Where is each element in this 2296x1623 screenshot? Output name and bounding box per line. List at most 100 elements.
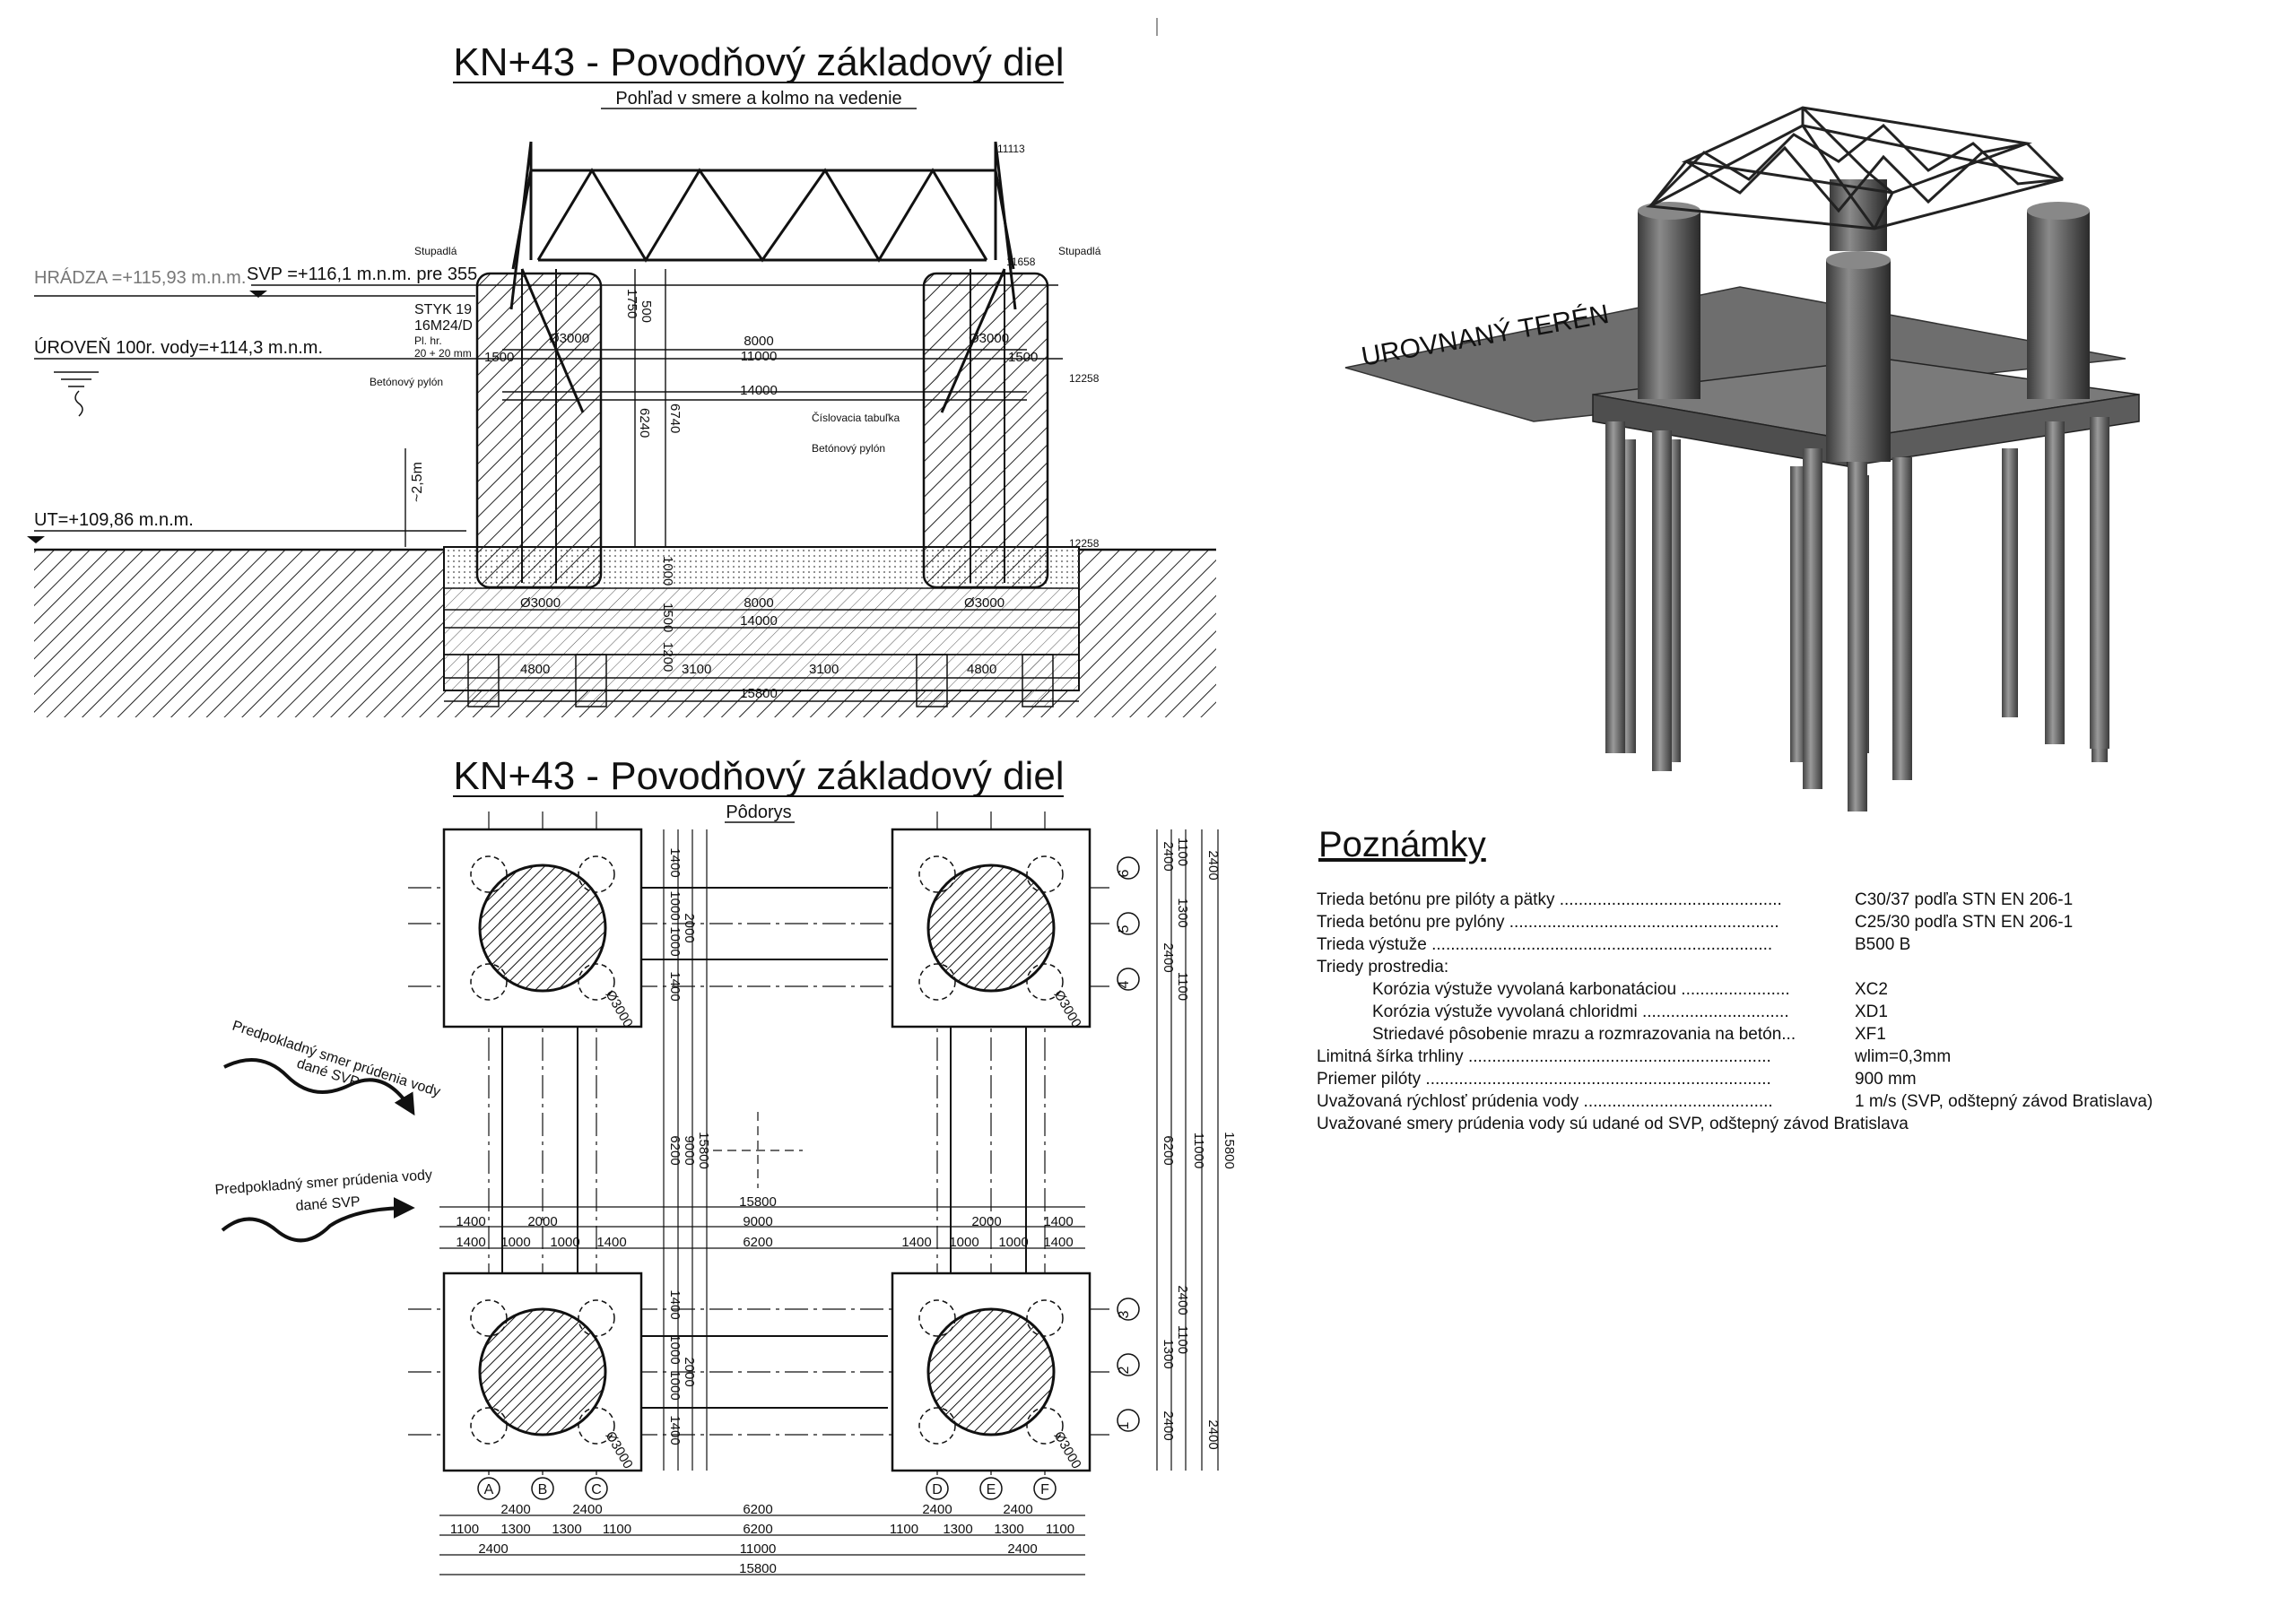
- axis-label-y: 6: [1117, 869, 1132, 877]
- note-value: XD1: [1855, 1002, 1888, 1021]
- plan-view: KN+43 - Povodňový základový diel Pôdorys: [214, 754, 1237, 1576]
- note-value: C30/37 podľa STN EN 206-1: [1855, 890, 2074, 909]
- plan-dim-left: 1000: [667, 926, 683, 956]
- flow-arrow-2: Predpokladný smer prúdenia vody dané SVP: [214, 1167, 433, 1243]
- plan-dim-bottom-row1: 2400: [922, 1502, 952, 1517]
- label-pylon-right: Betónový pylón: [812, 442, 885, 455]
- plan-dim-right-2: 15800: [1222, 1132, 1237, 1169]
- dim-b8000: 8000: [744, 595, 773, 611]
- label-pylon-left: Betónový pylón: [370, 376, 443, 388]
- note-value: wlim=0,3mm: [1855, 1047, 1952, 1066]
- dim-6240: 6240: [637, 408, 652, 438]
- note-row: Uvažovaná rýchlosť prúdenia vody .......…: [1317, 1090, 2285, 1113]
- plan-dim-right: 1100: [1175, 972, 1190, 1001]
- axis-bubble-y: [1117, 968, 1140, 991]
- note-key: Trieda výstuže .........................…: [1317, 935, 1773, 954]
- note-key: Priemer pilóty .........................…: [1317, 1070, 1771, 1089]
- level-uroven: ÚROVEŇ 100r. vody=+114,3 m.n.m.: [34, 337, 323, 358]
- plan-dim-bottom-row2: 1300: [552, 1522, 581, 1537]
- axis-label-y: 5: [1117, 924, 1132, 933]
- plan-dim-bottom-row3: 2400: [478, 1541, 508, 1557]
- plan-dim-left: 1000: [667, 890, 683, 920]
- plan-dim-right-2: 2400: [1205, 850, 1221, 880]
- plan-dim-left-2: 2000: [682, 913, 697, 942]
- plan-dim-mid-row2: 1400: [456, 1235, 485, 1250]
- axis-bubble-x: [926, 1477, 949, 1500]
- flow-arrow-1: Predpokladný smer prúdenia vody dané SVP: [223, 1019, 442, 1116]
- plan-dim-left: 1400: [667, 971, 683, 1001]
- note-key: Striedavé pôsobenie mrazu a rozmrazovani…: [1372, 1025, 1796, 1044]
- note-row: Trieda betónu pre pylóny ...............…: [1317, 911, 2285, 933]
- axis-label-x: D: [932, 1482, 943, 1497]
- plan-dimensions: 1400 1000 1000 1400 6200 1400 1000 1000 1400 2000…: [439, 829, 1237, 1576]
- plan-dim-mid-row2: 1000: [998, 1235, 1028, 1250]
- footing-bottom-right: [891, 1271, 1091, 1472]
- note-key: Korózia výstuže vyvolaná karbonatáciou .…: [1372, 980, 1790, 999]
- plan-dim-bottom-row2: 6200: [743, 1522, 772, 1537]
- plan-dim-bottom-row2: 1100: [603, 1522, 631, 1537]
- dim-dia-right: Ø3000: [969, 331, 1009, 346]
- pylon-left: [475, 272, 603, 589]
- footing-slab: [443, 587, 1080, 655]
- plan-dim-right: 1100: [1175, 838, 1190, 866]
- plan-dim-bottom-row2: 1300: [943, 1522, 972, 1537]
- notes-title: Poznámky: [1318, 825, 1486, 864]
- footing-bottom-left: [442, 1271, 643, 1472]
- note-value: 900 mm: [1855, 1070, 1917, 1089]
- tower-truss: [509, 141, 1017, 413]
- axis-bubble-x: [477, 1477, 500, 1500]
- plan-dim-bottom-row1: 2400: [1003, 1502, 1032, 1517]
- plan-dim-right: 2400: [1161, 841, 1176, 871]
- axis-bubble-y: [1117, 1409, 1140, 1432]
- note-row: Limitná šírka trhliny ..................…: [1317, 1046, 2285, 1068]
- dim-b14000: 14000: [740, 613, 778, 629]
- elevation-subtitle: Pohľad v smere a kolmo na vedenie: [615, 89, 901, 108]
- axis-bubble-y: [1117, 1298, 1140, 1321]
- svg-text:Predpokladný smer prúdenia vod: Predpokladný smer prúdenia vody: [230, 1019, 442, 1100]
- mark-11658: 11658: [1006, 256, 1036, 268]
- axis-bubble-x: [585, 1477, 608, 1500]
- plan-dim-left-2: 2000: [682, 1357, 697, 1386]
- model-truss: [1645, 106, 2065, 230]
- plan-dim-mid-row1: 1400: [1043, 1214, 1073, 1229]
- plan-dim-mid-row2: 1000: [500, 1235, 530, 1250]
- plan-dim-right: 2400: [1161, 1410, 1176, 1440]
- note-row: Trieda výstuže .........................…: [1317, 933, 2285, 956]
- plan-dim-bottom-row2: 1100: [450, 1522, 479, 1537]
- footing-top-left: [442, 828, 643, 1028]
- axis-label-x: E: [987, 1482, 996, 1497]
- dim-b3100-right: 3100: [809, 662, 839, 677]
- label-plate: Pl. hr.: [414, 334, 442, 347]
- notes-panel: Poznámky Trieda betónu pre pilóty a pätk…: [1317, 825, 2285, 1135]
- dim-b4800-left: 4800: [520, 662, 550, 677]
- plan-dim-mid-row2: 1400: [901, 1235, 931, 1250]
- axis-label-y: 1: [1117, 1421, 1132, 1429]
- plan-dim-bottom-row2: 1300: [994, 1522, 1023, 1537]
- dim-dia-bottom-right: Ø3000: [964, 595, 1004, 611]
- model-piles: [1605, 417, 2109, 812]
- mark-11113: 11113: [997, 143, 1025, 155]
- dim-8000: 8000: [744, 334, 773, 349]
- plan-dim-mid-row2: 1000: [949, 1235, 978, 1250]
- axis-label-y: 4: [1117, 980, 1132, 988]
- note-key: Limitná šírka trhliny ..................…: [1317, 1047, 1771, 1066]
- plan-dim-mid-row1: 2000: [527, 1214, 557, 1229]
- axis-bubble-x: [531, 1477, 554, 1500]
- plan-dim-mid-row2: 1000: [550, 1235, 579, 1250]
- plan-dim-mid-row1: 9000: [743, 1214, 772, 1229]
- note-value: XC2: [1855, 980, 1888, 999]
- svg-text:Predpokladný smer prúdenia vod: Predpokladný smer prúdenia vody: [214, 1167, 432, 1198]
- plan-dim-left: 1400: [667, 1289, 683, 1319]
- axis-label-x: C: [591, 1482, 602, 1497]
- plan-dim-right: 2400: [1175, 1285, 1190, 1315]
- footing-top-right: [891, 828, 1091, 1028]
- plan-dim-bottom-total: 15800: [739, 1561, 777, 1576]
- dim-14000: 14000: [740, 383, 778, 398]
- label-tabulka: Číslovacia tabuľka: [812, 411, 900, 424]
- plan-dim-right: 1300: [1161, 1339, 1176, 1368]
- note-key: Triedy prostredia:: [1317, 958, 1449, 976]
- elevation-view: KN+43 - Povodňový základový diel Pohľad …: [27, 18, 1216, 717]
- axis-bubble-y: [1117, 856, 1140, 880]
